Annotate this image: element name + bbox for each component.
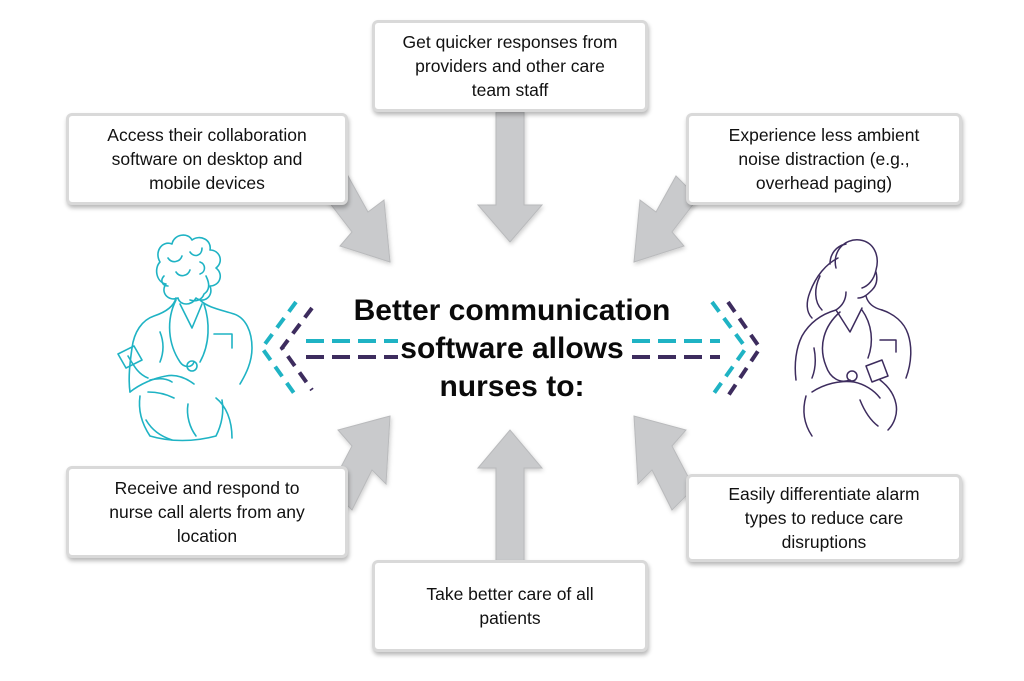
benefit-box-differentiate-alarms: Easily differentiate alarm types to redu… <box>686 474 962 562</box>
nurse-with-phone-icon <box>117 234 253 442</box>
benefit-box-better-patient-care: Take better care of all patients <box>372 560 648 652</box>
nurse-with-stethoscope-icon <box>794 239 912 437</box>
arrow-bottom <box>476 429 544 563</box>
left-dashed-arrow <box>259 300 398 398</box>
arrow-top-right <box>633 175 699 263</box>
benefit-box-desktop-mobile-access: Access their collaboration software on d… <box>66 113 348 205</box>
arrow-bottom-right <box>633 415 695 511</box>
benefit-text: Access their collaboration software on d… <box>107 125 307 193</box>
benefit-box-nurse-call-alerts: Receive and respond to nurse call alerts… <box>66 466 348 558</box>
benefit-text: Easily differentiate alarm types to redu… <box>728 484 920 552</box>
benefit-box-less-ambient-noise: Experience less ambient noise distractio… <box>686 113 962 205</box>
center-title: Better communication software allows nur… <box>353 294 671 403</box>
right-dashed-arrow <box>632 300 763 398</box>
benefit-box-quicker-responses: Get quicker responses from providers and… <box>372 20 648 112</box>
benefit-text: Take better care of all patients <box>426 584 594 628</box>
arrow-top <box>476 111 544 243</box>
benefit-text: Receive and respond to nurse call alerts… <box>109 478 305 546</box>
benefit-text: Experience less ambient noise distractio… <box>728 125 920 193</box>
benefit-text: Get quicker responses from providers and… <box>402 32 618 100</box>
